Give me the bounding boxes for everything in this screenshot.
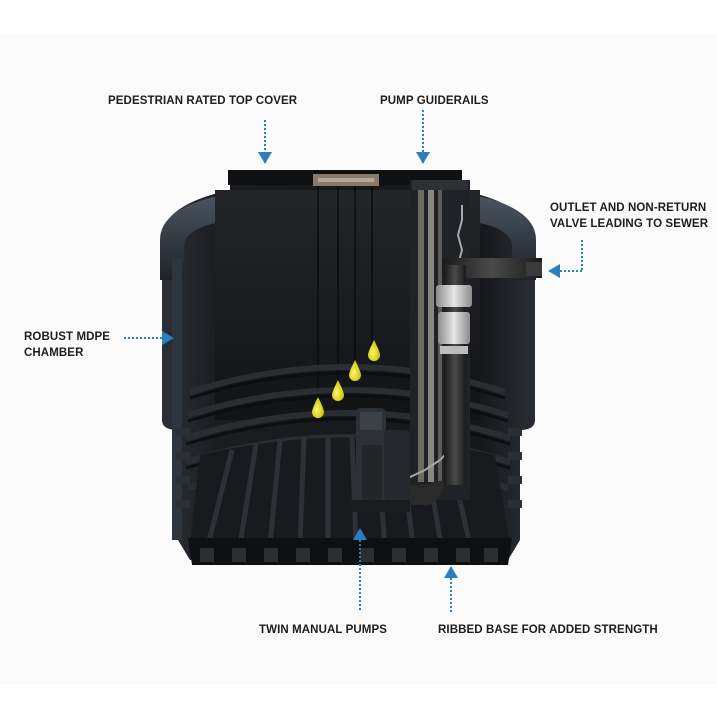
label-chamber-line2: CHAMBER bbox=[24, 347, 84, 359]
label-outlet: OUTLET AND NON-RETURN VALVE LEADING TO S… bbox=[550, 200, 708, 232]
float-switches bbox=[312, 340, 380, 418]
label-guiderails: PUMP GUIDERAILS bbox=[380, 95, 489, 107]
label-top-cover: PEDESTRIAN RATED TOP COVER bbox=[108, 95, 298, 107]
arrow-right-chamber bbox=[124, 331, 174, 345]
arrow-left-outlet bbox=[548, 240, 583, 278]
outer-ribs bbox=[176, 428, 522, 508]
arrow-down-guiderails bbox=[416, 110, 430, 164]
label-outlet-line2: VALVE LEADING TO SEWER bbox=[550, 218, 709, 230]
label-pumps: TWIN MANUAL PUMPS bbox=[259, 624, 387, 636]
arrow-up-base bbox=[444, 566, 458, 612]
label-chamber: ROBUST MDPE CHAMBER bbox=[24, 329, 110, 361]
label-base: RIBBED BASE FOR ADDED STRENGTH bbox=[438, 624, 658, 636]
non-return-valve bbox=[436, 285, 472, 354]
arrow-up-pumps bbox=[353, 528, 367, 612]
twin-pumps bbox=[350, 408, 410, 512]
arrow-down-top-cover bbox=[258, 120, 272, 164]
label-outlet-line1: OUTLET AND NON-RETURN bbox=[550, 202, 707, 214]
label-chamber-line1: ROBUST MDPE bbox=[24, 331, 111, 343]
callout-arrows bbox=[124, 110, 583, 612]
